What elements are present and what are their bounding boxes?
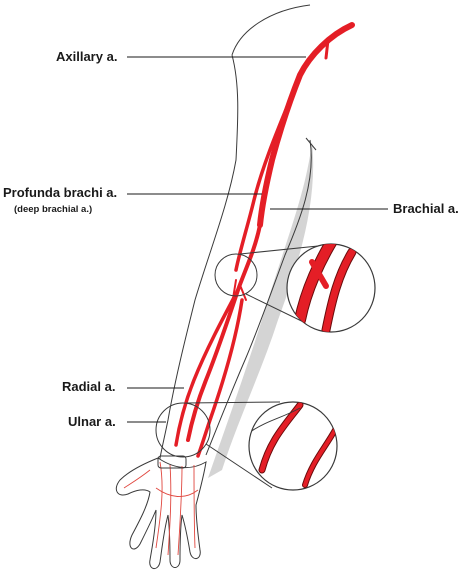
profunda-artery [234, 83, 298, 272]
label-brachial: Brachial a. [393, 201, 459, 216]
label-profunda: Profunda brachi a. [3, 185, 118, 200]
label-profunda-sub: (deep brachial a.) [14, 204, 93, 215]
shoulder-notch [305, 137, 317, 151]
hand [115, 457, 207, 569]
elbow-circle [214, 253, 258, 297]
wrist-circle [155, 402, 211, 458]
artery-group [174, 22, 355, 458]
leader-lines [127, 56, 388, 423]
elbow-branch [231, 279, 247, 306]
label-radial: Radial a. [62, 379, 116, 394]
hand-outline [115, 457, 207, 569]
axillary-branch [324, 38, 330, 60]
elbow-zoom-content [294, 244, 357, 332]
wrist-connector [185, 401, 281, 489]
hand-vessels [123, 461, 199, 556]
label-ulnar: Ulnar a. [68, 414, 116, 429]
radial-artery [174, 288, 240, 447]
ulnar-artery [196, 298, 244, 458]
arm-outline [157, 4, 311, 471]
wrist-zoom-content [249, 402, 337, 488]
label-axillary: Axillary a. [56, 49, 118, 64]
wrist-band [157, 455, 187, 469]
